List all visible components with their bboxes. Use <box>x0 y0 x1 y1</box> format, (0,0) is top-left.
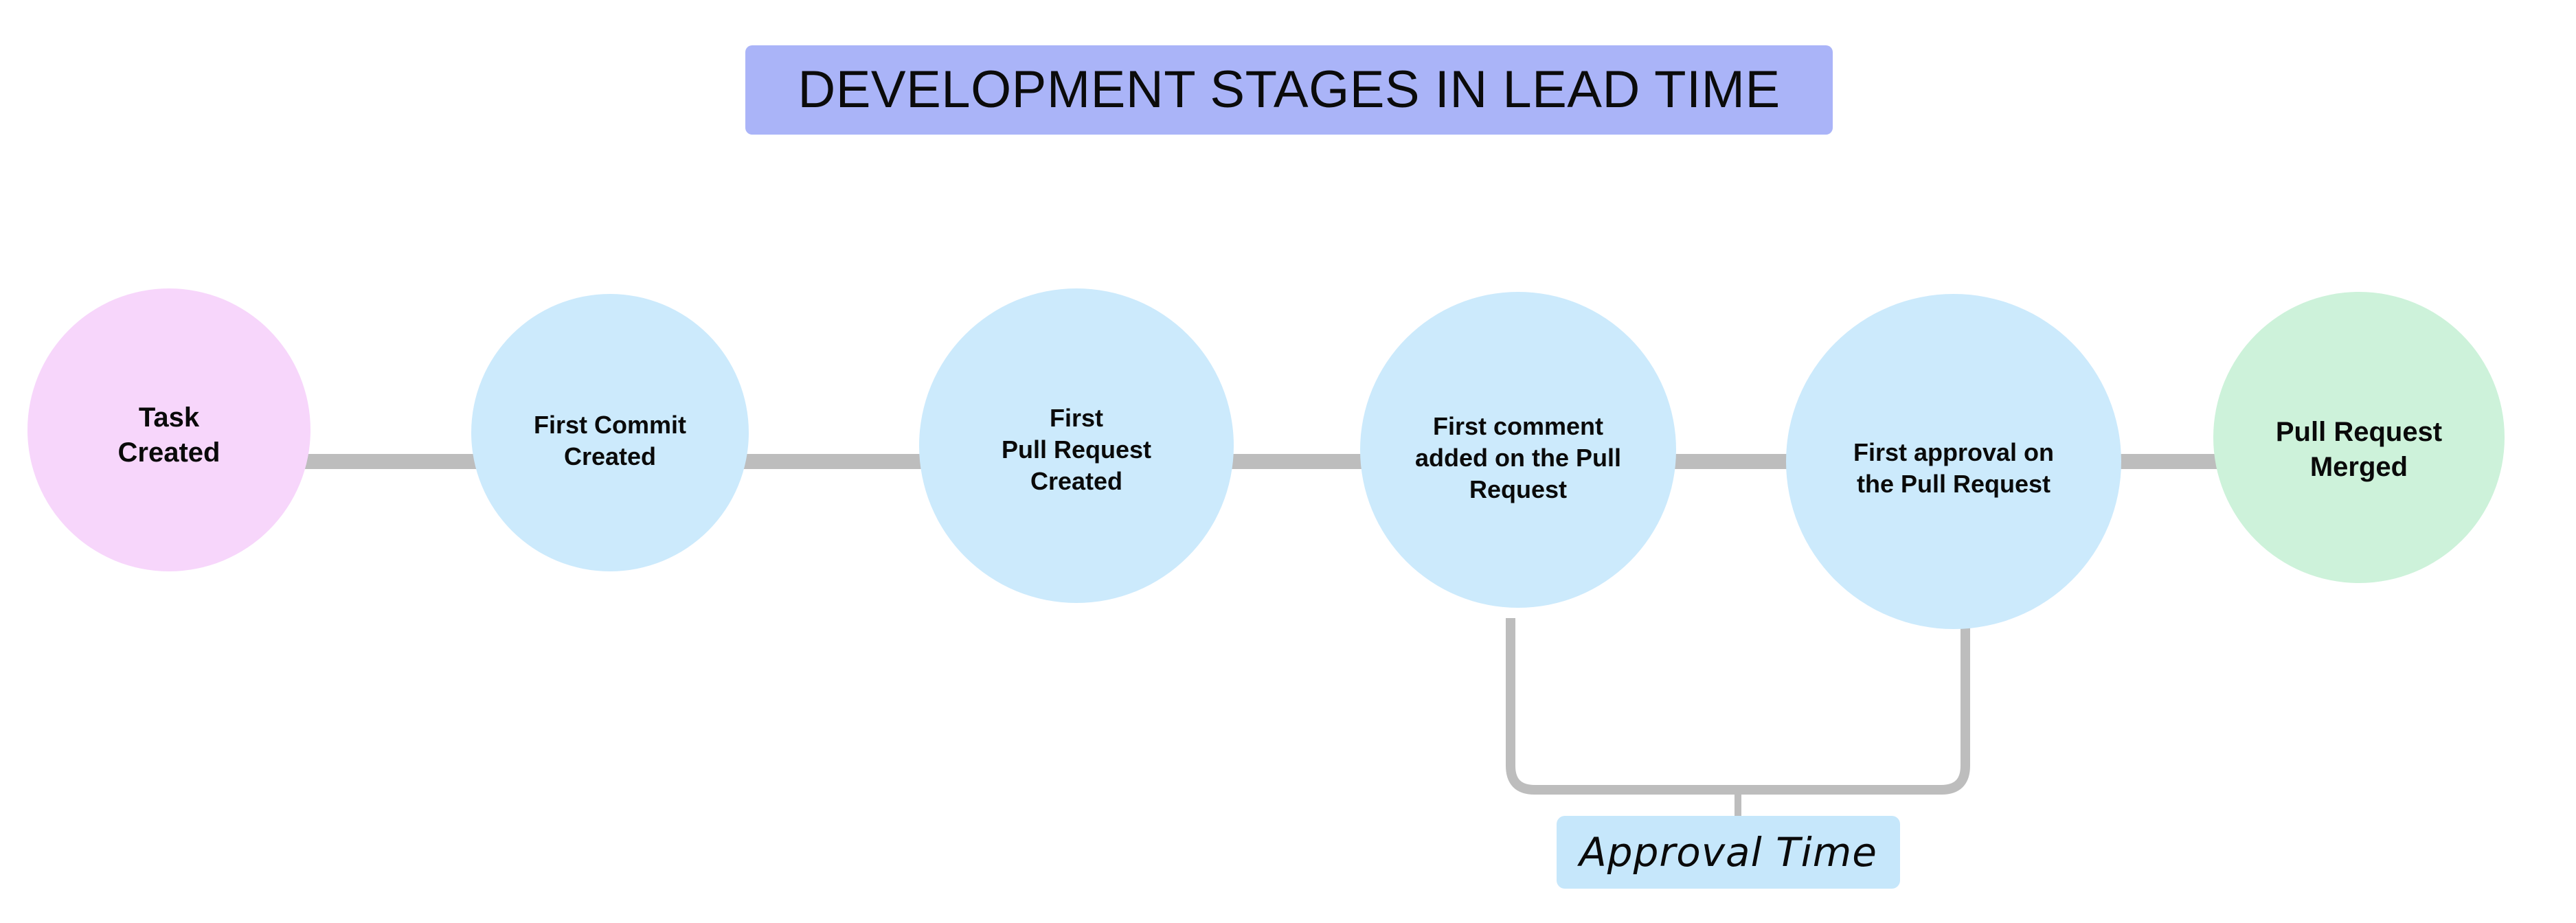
stage-node-first-approval-on-pull-request[interactable]: First approval on the Pull Request <box>1786 294 2121 629</box>
stage-node-task-created[interactable]: Task Created <box>27 288 310 571</box>
connector-approval-to-merged <box>2108 454 2228 469</box>
stage-node-first-comment-on-pull-request[interactable]: First comment added on the Pull Request <box>1360 292 1676 608</box>
stage-node-first-commit-created[interactable]: First Commit Created <box>471 294 749 571</box>
connector-task-to-commit <box>298 454 488 469</box>
approval-time-bracket-icon <box>1506 618 1970 824</box>
connector-pr-to-comment <box>1220 454 1375 469</box>
stage-node-pull-request-merged[interactable]: Pull Request Merged <box>2213 292 2505 583</box>
stage-label-first-commit-created: First Commit Created <box>533 410 686 470</box>
stage-label-pull-request-merged: Pull Request Merged <box>2275 416 2443 482</box>
stage-label-task-created: Task Created <box>117 402 221 468</box>
annotation-approval-time-label: Approval Time <box>1579 829 1877 876</box>
stage-node-first-pull-request-created[interactable]: First Pull Request Created <box>919 288 1234 603</box>
stage-label-first-comment-on-pull-request: First comment added on the Pull Request <box>1414 411 1621 504</box>
stage-label-first-approval-on-pull-request: First approval on the Pull Request <box>1853 437 2055 498</box>
page-title-banner: DEVELOPMENT STAGES IN LEAD TIME <box>745 45 1833 135</box>
connector-commit-to-pr <box>735 454 936 469</box>
page-title: DEVELOPMENT STAGES IN LEAD TIME <box>798 60 1781 119</box>
stage-label-first-pull-request-created: First Pull Request Created <box>1001 403 1152 496</box>
annotation-approval-time[interactable]: Approval Time <box>1557 816 1900 889</box>
connector-comment-to-approval <box>1662 454 1801 469</box>
